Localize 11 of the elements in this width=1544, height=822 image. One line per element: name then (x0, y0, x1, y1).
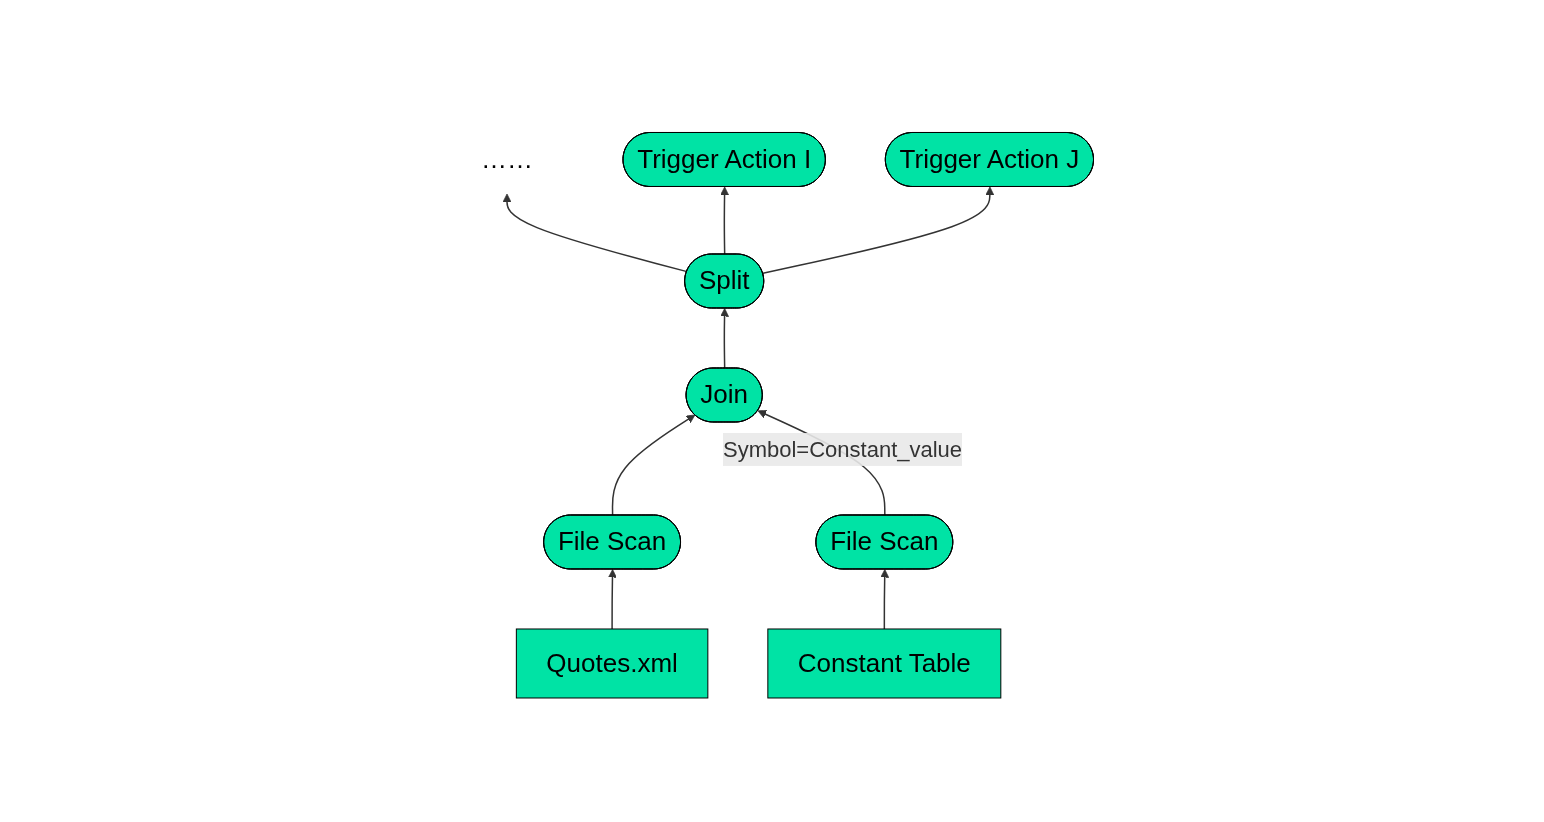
arrow (880, 568, 889, 630)
arrow (607, 568, 617, 630)
arrow (611, 414, 696, 516)
arrow (502, 193, 688, 272)
arrow (719, 307, 729, 369)
node-box: Quotes.xml (515, 628, 709, 698)
node-box: Constant Table (767, 628, 1002, 698)
arrow (761, 186, 994, 274)
node-text: …… (480, 143, 533, 174)
arrow (719, 186, 729, 255)
edge-label: Symbol=Constant_value (722, 436, 962, 462)
